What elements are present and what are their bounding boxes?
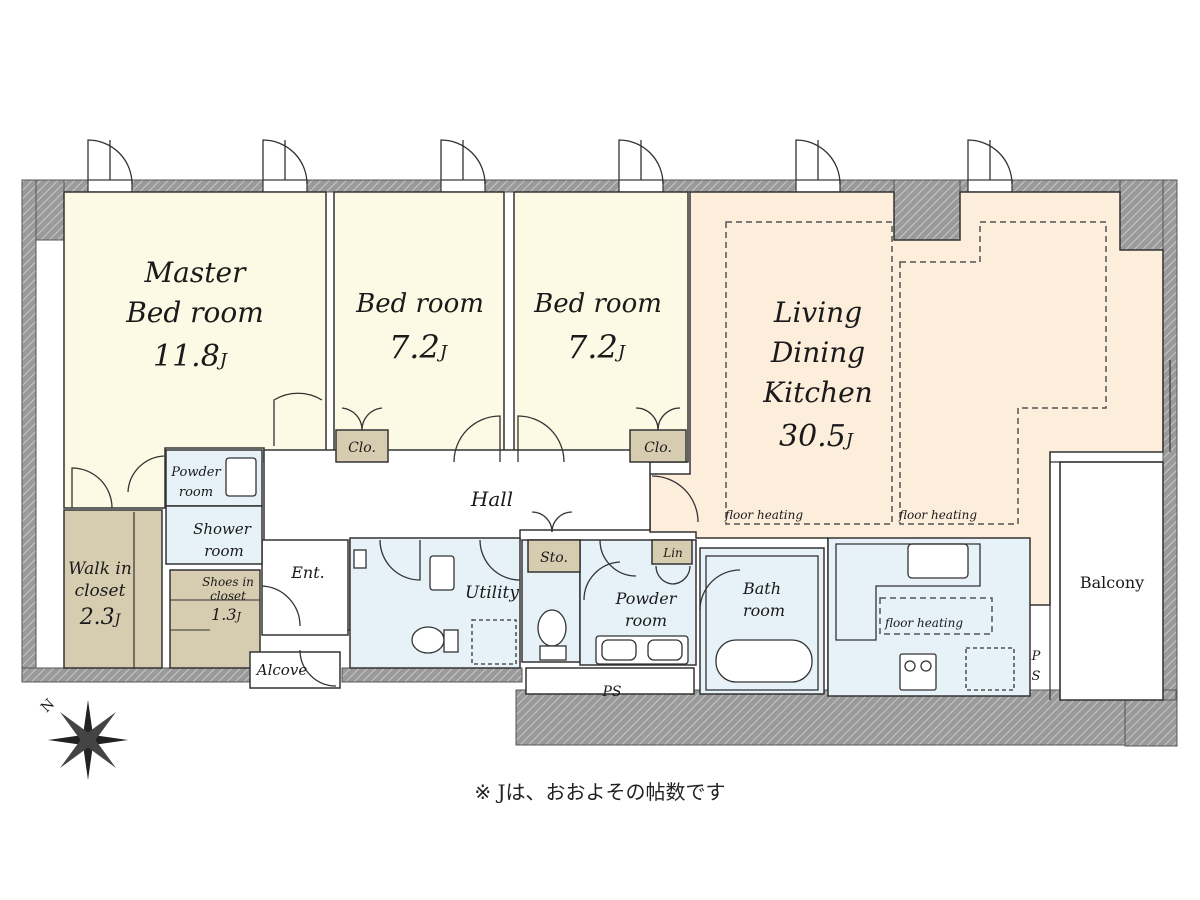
shower-room-area bbox=[165, 505, 263, 565]
floor-heating-label-2: floor heating bbox=[898, 508, 977, 522]
floor-heating-label-1: floor heating bbox=[724, 508, 803, 522]
ldk-area: 30.5J bbox=[779, 419, 855, 454]
entrance-label: Ent. bbox=[290, 563, 325, 582]
ldk-label-3: Kitchen bbox=[762, 376, 872, 409]
bedroom-3-label: Bed room bbox=[533, 289, 662, 319]
ldk-label-2: Dining bbox=[770, 336, 865, 369]
kitchen-counter bbox=[835, 543, 981, 641]
window-swings bbox=[87, 139, 1013, 185]
balcony-rail bbox=[1049, 360, 1171, 700]
windows-top bbox=[87, 179, 1013, 193]
bedroom-2-area: 7.2J bbox=[389, 328, 449, 366]
walkin-area: 2.3J bbox=[79, 605, 122, 630]
compass-north-label: N bbox=[38, 696, 58, 716]
walkin-label-2: closet bbox=[75, 581, 126, 601]
shoes-area: 1.3J bbox=[211, 605, 241, 624]
shoes-label-2: closet bbox=[210, 589, 246, 603]
master-bedroom-area bbox=[63, 191, 327, 509]
ps-label: PS bbox=[601, 684, 621, 700]
closet-label-2: Clo. bbox=[644, 440, 672, 456]
powder-1-label-1: Powder bbox=[170, 465, 221, 480]
bedroom-2-label: Bed room bbox=[355, 289, 484, 319]
bedroom-2-area bbox=[333, 191, 505, 463]
powder-2-label-1: Powder bbox=[615, 589, 678, 608]
shower-label-2: room bbox=[204, 542, 243, 560]
bedroom-3-area: 7.2J bbox=[567, 328, 627, 366]
shoes-label-1: Shoes in bbox=[202, 575, 254, 589]
ps-vertical-s: S bbox=[1032, 669, 1041, 684]
ps-area bbox=[525, 667, 695, 695]
closet-label-1: Clo. bbox=[348, 440, 376, 456]
footnote: ※ Jは、おおよその帖数です bbox=[474, 780, 726, 804]
hall-label: Hall bbox=[470, 487, 513, 511]
shower-label-1: Shower bbox=[193, 520, 252, 538]
doors bbox=[71, 392, 741, 687]
master-label-2: Bed room bbox=[125, 296, 264, 329]
alcove-label: Alcove bbox=[255, 661, 308, 679]
powder-2-label-2: room bbox=[625, 611, 667, 630]
storage-label: Sto. bbox=[540, 550, 568, 566]
floor-heating-label-3: floor heating bbox=[884, 616, 963, 630]
compass-rose: N bbox=[38, 696, 128, 780]
walk-in-closet-area bbox=[63, 509, 163, 669]
powder-1-label-2: room bbox=[179, 485, 213, 500]
floor-heating-zones bbox=[725, 221, 1107, 635]
bath-label-2: room bbox=[743, 601, 785, 620]
master-area: 11.8J bbox=[153, 339, 229, 374]
room-labels: Master Bed room 11.8J Bed room 7.2J Bed … bbox=[68, 256, 1144, 700]
bath-label-1: Bath bbox=[742, 579, 781, 598]
ps-vertical-p: P bbox=[1031, 649, 1041, 664]
linen-label: Lin bbox=[662, 546, 683, 560]
fixtures bbox=[225, 457, 1015, 691]
entrance-area bbox=[261, 539, 349, 636]
master-label-1: Master bbox=[144, 256, 248, 289]
shoes-closet-area bbox=[169, 569, 261, 669]
room-fills bbox=[63, 191, 1164, 701]
alcove-area bbox=[249, 651, 341, 689]
utility-label: Utility bbox=[465, 583, 519, 603]
balcony-label: Balcony bbox=[1080, 573, 1144, 592]
walkin-label-1: Walk in bbox=[68, 559, 132, 579]
bedroom-3-area bbox=[513, 191, 689, 463]
ldk-label-1: Living bbox=[773, 296, 862, 329]
